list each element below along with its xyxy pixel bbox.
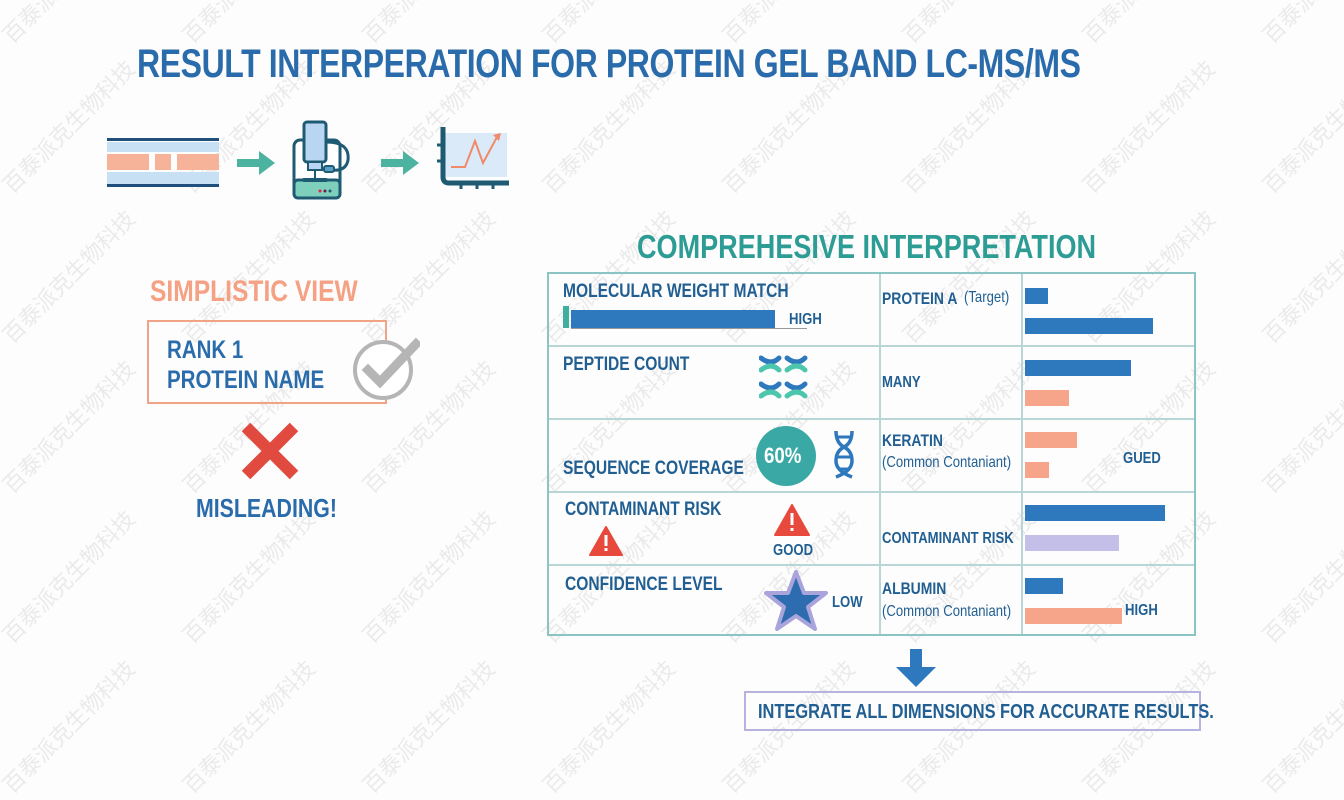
metric-value: LOW bbox=[832, 594, 863, 611]
watermark-text: 百泰派克生物科技 bbox=[1258, 56, 1344, 199]
protein-note: (Common Contaniant) bbox=[882, 603, 1012, 620]
arrow-right-icon bbox=[381, 151, 421, 180]
simplistic-view-title: SIMPLISTIC VIEW bbox=[150, 275, 358, 308]
watermark-text: 百泰派克生物科技 bbox=[0, 0, 142, 50]
coverage-badge: 60% bbox=[756, 426, 816, 486]
bar-1 bbox=[1025, 432, 1077, 448]
line-chart-icon bbox=[437, 125, 511, 196]
conclusion-box: INTEGRATE ALL DIMENSIONS FOR ACCURATE RE… bbox=[744, 691, 1214, 731]
protein-label: PROTEIN A bbox=[882, 289, 958, 308]
dna-icon bbox=[833, 429, 855, 484]
mw-match-bar bbox=[571, 310, 775, 328]
check-circle-icon bbox=[350, 334, 423, 409]
protein-note: (Common Contaniant) bbox=[882, 454, 1012, 471]
bar-baseline bbox=[571, 328, 807, 329]
watermark-text: 百泰派克生物科技 bbox=[1078, 56, 1221, 199]
ruler-icon bbox=[563, 306, 569, 328]
watermark-text: 百泰派克生物科技 bbox=[0, 506, 141, 649]
coverage-value: 60% bbox=[764, 443, 802, 468]
watermark-text: 百泰派克生物科技 bbox=[178, 506, 321, 649]
watermark-text: 百泰派克生物科技 bbox=[358, 506, 501, 649]
bar-1 bbox=[1025, 578, 1063, 594]
watermark-text: 百泰派克生物科技 bbox=[358, 656, 501, 799]
bar-2 bbox=[1025, 462, 1049, 478]
mass-spectrometer-icon bbox=[290, 120, 356, 207]
protein-label: KERATIN bbox=[882, 431, 943, 450]
watermark-text: 百泰派克生物科技 bbox=[538, 656, 681, 799]
watermark-text: 百泰派克生物科技 bbox=[1258, 506, 1344, 649]
bar-2 bbox=[1025, 390, 1069, 406]
watermark-text: 百泰派克生物科技 bbox=[1074, 0, 1221, 50]
right-label: HIGH bbox=[1125, 602, 1158, 619]
watermark-text: 百泰派克生物科技 bbox=[1254, 0, 1344, 50]
rank-label: RANK 1 bbox=[167, 336, 244, 364]
watermark-text: 百泰派克生物科技 bbox=[1258, 356, 1344, 499]
protein-note: (Target) bbox=[964, 289, 1010, 306]
bar-2 bbox=[1025, 535, 1119, 551]
protein-label: CONTAMINANT RISK bbox=[882, 530, 1014, 547]
peptide-icon bbox=[758, 354, 809, 411]
watermark-text: 百泰派克生物科技 bbox=[1258, 206, 1344, 349]
metric-label: SEQUENCE COVERAGE bbox=[563, 458, 744, 479]
protein-label: MANY bbox=[882, 374, 921, 391]
gel-band-icon bbox=[107, 138, 219, 193]
watermark-text: 百泰派克生物科技 bbox=[0, 656, 141, 799]
watermark-text: 百泰派克生物科技 bbox=[178, 656, 321, 799]
page-title: RESULT INTERPERATION FOR PROTEIN GEL BAN… bbox=[137, 42, 1081, 86]
conclusion-text: INTEGRATE ALL DIMENSIONS FOR ACCURATE RE… bbox=[758, 701, 1214, 723]
cross-icon bbox=[240, 421, 300, 486]
protein-label: ALBUMIN bbox=[882, 579, 947, 598]
arrow-down-icon bbox=[896, 649, 936, 694]
watermark-text: 百泰派克生物科技 bbox=[0, 206, 141, 349]
metric-label: PEPTIDE COUNT bbox=[563, 354, 690, 375]
interpretation-table: MOLECULAR WEIGHT MATCH HIGH PROTEIN A (T… bbox=[547, 272, 1196, 636]
bar-2 bbox=[1025, 608, 1122, 624]
warning-icon bbox=[774, 504, 810, 541]
protein-name-label: PROTEIN NAME bbox=[167, 366, 325, 394]
bar-1 bbox=[1025, 505, 1165, 521]
right-label: GUED bbox=[1123, 450, 1161, 467]
comprehensive-title: COMPREHESIVE INTERPRETATION bbox=[637, 228, 1097, 265]
bar-2 bbox=[1025, 318, 1153, 334]
misleading-label: MISLEADING! bbox=[196, 493, 337, 523]
metric-value: HIGH bbox=[789, 311, 822, 328]
metric-label: MOLECULAR WEIGHT MATCH bbox=[563, 281, 789, 302]
arrow-right-icon bbox=[237, 151, 277, 180]
warning-icon bbox=[589, 526, 623, 561]
star-icon bbox=[763, 569, 829, 640]
bar-1 bbox=[1025, 360, 1131, 376]
watermark-text: 百泰派克生物科技 bbox=[1258, 656, 1344, 799]
watermark-text: 百泰派克生物科技 bbox=[0, 356, 141, 499]
metric-value: GOOD bbox=[773, 542, 814, 559]
bar-1 bbox=[1025, 288, 1048, 304]
metric-label: CONTAMINANT RISK bbox=[565, 499, 722, 520]
metric-label: CONFIDENCE LEVEL bbox=[565, 574, 723, 595]
